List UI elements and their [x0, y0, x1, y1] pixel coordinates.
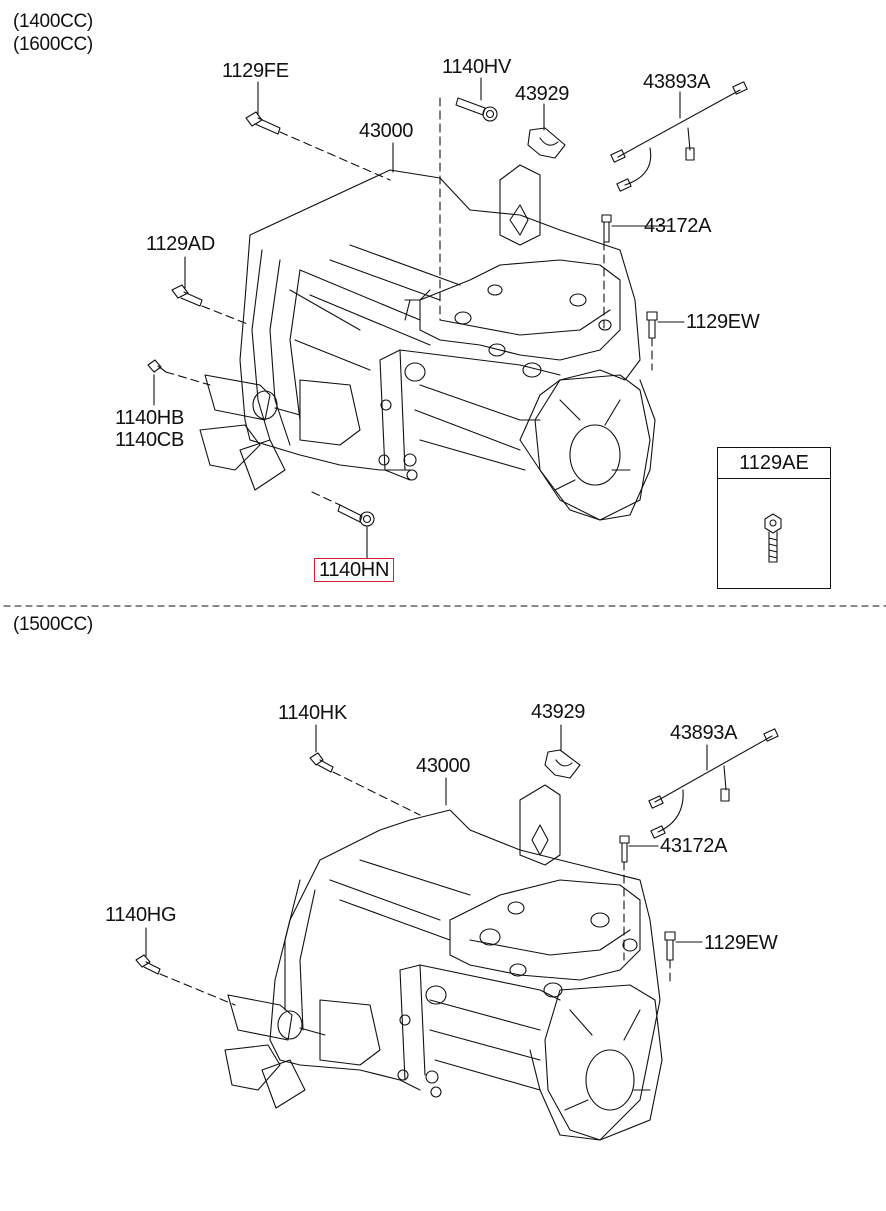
bolt-1140hk	[310, 753, 333, 772]
leader-lines-top	[154, 78, 684, 558]
inset-box-1129ae: 1129AE	[717, 447, 831, 589]
variant-label-1500cc: (1500CC)	[13, 614, 93, 635]
part-label-1140hv[interactable]: 1140HV	[442, 56, 511, 78]
part-label-1140hg[interactable]: 1140HG	[105, 904, 177, 926]
transaxle-assembly-bottom	[225, 785, 662, 1140]
part-label-1129fe[interactable]: 1129FE	[222, 60, 289, 82]
leader-lines-bottom	[146, 725, 707, 1005]
variant-label-1400cc: (1400CC)	[13, 11, 93, 32]
part-label-1140hb[interactable]: 1140HB	[115, 407, 184, 429]
bolt-43172a	[602, 215, 611, 242]
part-label-1129ad[interactable]: 1129AD	[146, 233, 215, 255]
part-label-43172a-lower[interactable]: 43172A	[660, 835, 728, 857]
bolt-1129ew-lower	[665, 932, 675, 960]
bolt-1140hg	[136, 955, 160, 974]
part-label-43893a[interactable]: 43893A	[643, 71, 711, 93]
bolt-1129ew	[647, 312, 657, 338]
clip-43929-lower	[545, 750, 580, 778]
bolt-1140hn	[338, 505, 374, 526]
harness-43893a	[611, 82, 747, 191]
bolt-1129fe	[246, 112, 280, 134]
clip-43929	[528, 128, 565, 158]
harness-43893a-lower	[649, 729, 778, 838]
bolt-1129ad	[172, 285, 202, 306]
part-label-1140cb[interactable]: 1140CB	[115, 429, 184, 451]
part-label-43000[interactable]: 43000	[359, 120, 414, 142]
part-label-1129ew[interactable]: 1129EW	[686, 311, 760, 333]
bolt-1140hb	[148, 360, 166, 372]
bolt-1140hv	[456, 98, 497, 121]
part-label-43929[interactable]: 43929	[515, 83, 570, 105]
part-label-1140hn-highlighted[interactable]: 1140HN	[314, 558, 395, 582]
transaxle-assembly-top	[200, 165, 655, 520]
part-label-1140hk[interactable]: 1140HK	[278, 702, 347, 724]
variant-label-1600cc: (1600CC)	[13, 34, 93, 55]
part-label-43929-lower[interactable]: 43929	[531, 701, 586, 723]
part-label-43893a-lower[interactable]: 43893A	[670, 722, 738, 744]
part-label-1129ew-lower[interactable]: 1129EW	[704, 932, 778, 954]
bolt-1129ae	[765, 514, 781, 562]
bolt-43172a-lower	[620, 836, 629, 862]
part-label-43172a[interactable]: 43172A	[644, 215, 712, 237]
part-label-43000-lower[interactable]: 43000	[416, 755, 471, 777]
inset-label-1129ae[interactable]: 1129AE	[718, 448, 830, 479]
